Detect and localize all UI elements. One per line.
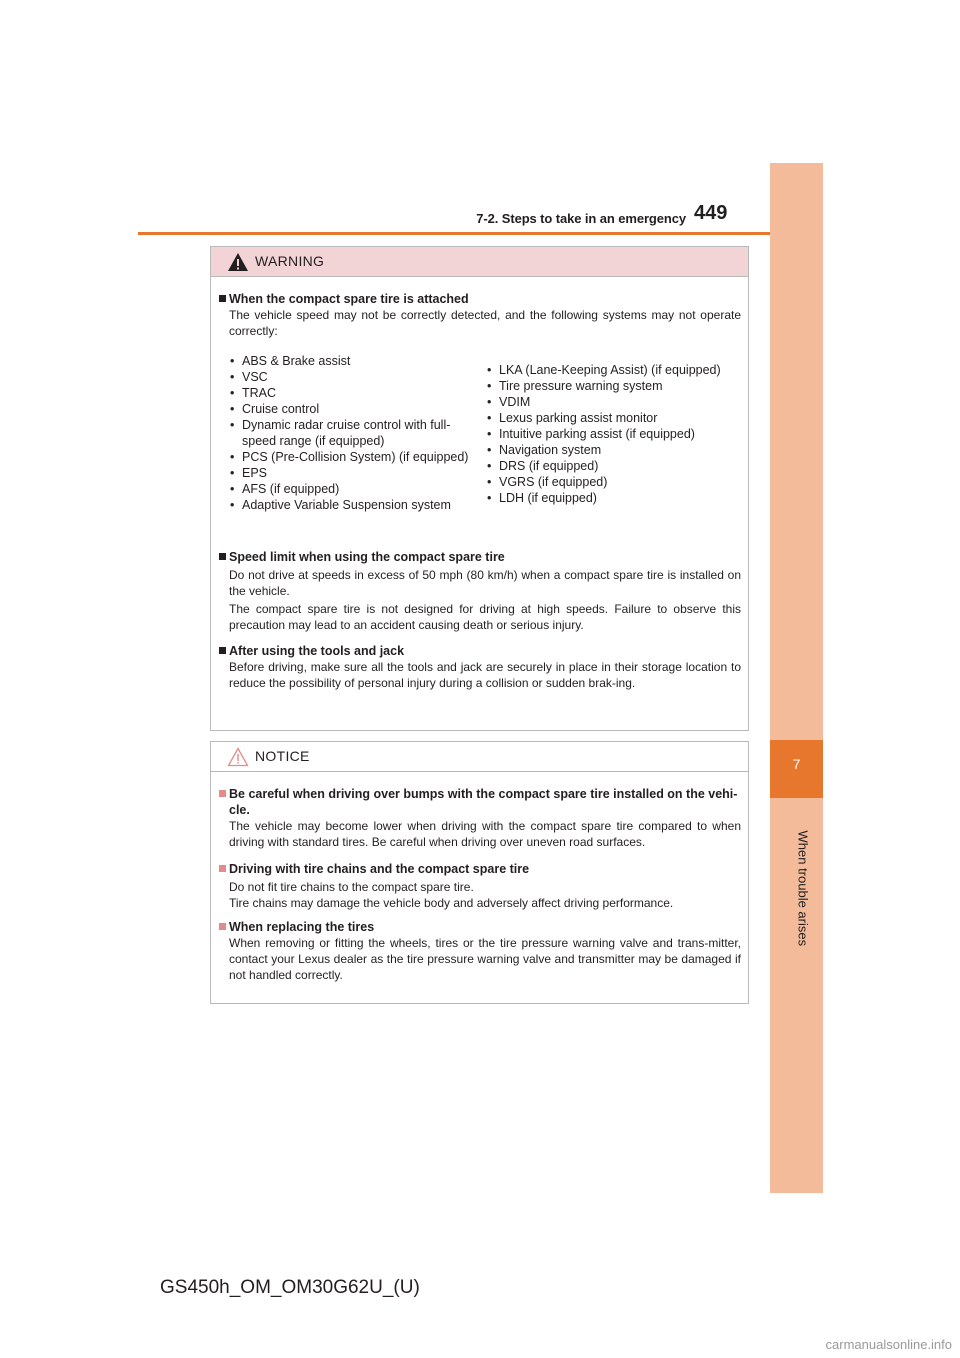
- list-item: VSC: [227, 369, 477, 385]
- list-item: Adaptive Variable Suspension system: [227, 497, 477, 513]
- notice-box: NOTICE Be careful when driving over bump…: [210, 741, 749, 1004]
- section-body: Do not fit tire chains to the compact sp…: [219, 879, 741, 911]
- list-item: Tire pressure warning system: [484, 378, 742, 394]
- section-heading: When the compact spare tire is attached: [219, 291, 741, 307]
- paragraph: The compact spare tire is not designed f…: [229, 602, 741, 632]
- square-bullet-icon: [219, 553, 226, 560]
- square-bullet-icon: [219, 295, 226, 302]
- list-item: AFS (if equipped): [227, 481, 477, 497]
- chapter-tab-active[interactable]: [770, 740, 823, 798]
- section-body: Do not drive at speeds in excess of 50 m…: [219, 567, 741, 633]
- paragraph: Do not drive at speeds in excess of 50 m…: [229, 568, 741, 598]
- list-item: Dynamic radar cruise control with full-s…: [227, 417, 477, 449]
- list-item: LKA (Lane-Keeping Assist) (if equipped): [484, 362, 742, 378]
- warning-title: WARNING: [255, 253, 325, 269]
- list-item: EPS: [227, 465, 477, 481]
- section-body: The vehicle speed may not be correctly d…: [229, 308, 741, 338]
- paragraph: Tire chains may damage the vehicle body …: [229, 896, 674, 910]
- chapter-label: When trouble arises: [795, 830, 811, 947]
- chapter-label-wrap: When trouble arises: [788, 830, 811, 947]
- notice-section-tire-chains: Driving with tire chains and the compact…: [219, 861, 741, 911]
- page-number: 449: [694, 202, 728, 224]
- affected-systems-right: LKA (Lane-Keeping Assist) (if equipped) …: [484, 362, 742, 506]
- warning-section-spare-attached: When the compact spare tire is attached …: [219, 291, 741, 339]
- chapter-number: 7: [792, 756, 801, 772]
- list-item: VGRS (if equipped): [484, 474, 742, 490]
- list-item: LDH (if equipped): [484, 490, 742, 506]
- list-item: PCS (Pre-Collision System) (if equipped): [227, 449, 477, 465]
- watermark[interactable]: carmanualsonline.info: [825, 1337, 952, 1352]
- notice-header: NOTICE: [211, 742, 748, 772]
- square-bullet-icon: [219, 647, 226, 654]
- list-item: VDIM: [484, 394, 742, 410]
- notice-section-bumps: Be careful when driving over bumps with …: [219, 786, 741, 850]
- list-item: Intuitive parking assist (if equipped): [484, 426, 742, 442]
- list-item: ABS & Brake assist: [227, 353, 477, 369]
- section-heading: Be careful when driving over bumps with …: [219, 786, 741, 818]
- chapter-side-tab: [770, 163, 823, 1193]
- warning-triangle-icon: [228, 253, 248, 271]
- list-item: Navigation system: [484, 442, 742, 458]
- affected-systems-left: ABS & Brake assist VSC TRAC Cruise contr…: [227, 353, 477, 513]
- list-item: TRAC: [227, 385, 477, 401]
- warning-section-speed-limit: Speed limit when using the compact spare…: [219, 549, 741, 633]
- square-bullet-icon: [219, 790, 226, 797]
- list-item: Cruise control: [227, 401, 477, 417]
- section-heading: After using the tools and jack: [219, 643, 741, 659]
- list-item: DRS (if equipped): [484, 458, 742, 474]
- list-item: Lexus parking assist monitor: [484, 410, 742, 426]
- running-head: 7-2. Steps to take in an emergency: [476, 211, 686, 226]
- section-heading: When replacing the tires: [219, 919, 741, 935]
- warning-section-tools-jack: After using the tools and jack Before dr…: [219, 643, 741, 691]
- notice-title: NOTICE: [255, 748, 310, 764]
- section-body: When removing or fitting the wheels, tir…: [229, 936, 741, 982]
- square-bullet-icon: [219, 865, 226, 872]
- paragraph: Do not fit tire chains to the compact sp…: [229, 880, 474, 894]
- notice-triangle-icon: [227, 747, 249, 767]
- warning-box: WARNING When the compact spare tire is a…: [210, 246, 749, 731]
- section-body: The vehicle may become lower when drivin…: [229, 819, 741, 849]
- square-bullet-icon: [219, 923, 226, 930]
- section-heading: Speed limit when using the compact spare…: [219, 549, 741, 565]
- section-body: Before driving, make sure all the tools …: [229, 660, 741, 690]
- header-rule: [138, 232, 822, 235]
- document-code: GS450h_OM_OM30G62U_(U): [160, 1277, 420, 1298]
- notice-section-replacing-tires: When replacing the tires When removing o…: [219, 919, 741, 983]
- section-heading: Driving with tire chains and the compact…: [219, 861, 741, 877]
- warning-header: WARNING: [211, 247, 748, 277]
